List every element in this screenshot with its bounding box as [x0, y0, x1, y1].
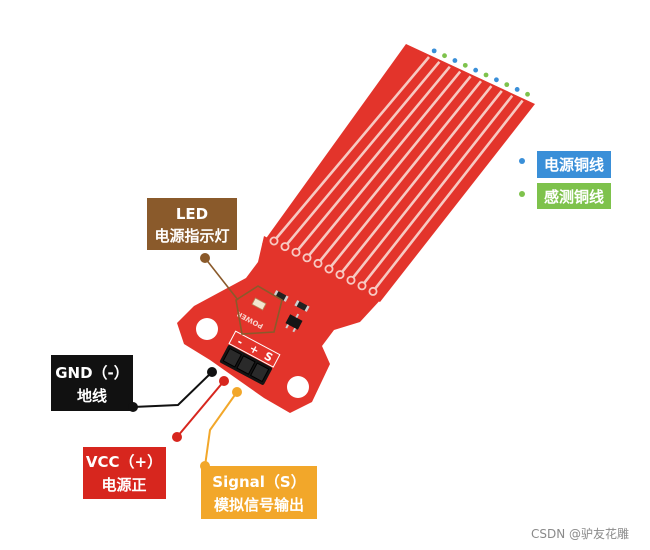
- signal-leader-line: [204, 391, 238, 467]
- trace-via: [357, 281, 367, 291]
- trace-via: [346, 275, 356, 285]
- trace-via: [368, 286, 378, 296]
- trace-via: [313, 258, 323, 268]
- vcc-callout: VCC（+） 电源正: [83, 376, 229, 499]
- pin-vcc: [236, 355, 256, 375]
- gnd-pin-dot: [207, 367, 217, 377]
- trace-line: [294, 65, 451, 254]
- pin-header: - + S: [219, 330, 281, 385]
- trace-line: [371, 99, 524, 293]
- trace-via: [280, 242, 290, 252]
- led-highlight-outline: [235, 285, 283, 335]
- signal-label-box: [201, 466, 317, 519]
- transistor-component: [285, 313, 303, 333]
- resistor-2: [294, 300, 310, 312]
- sensor-board: POWER - + S: [177, 44, 535, 413]
- vcc-pin-dot: [219, 376, 229, 386]
- sense-trace-label-box: [537, 183, 611, 209]
- power-trace-marker: [473, 67, 479, 73]
- trace-line: [327, 80, 483, 270]
- vcc-label-box: [83, 447, 166, 499]
- vcc-label-line2: 电源正: [101, 476, 146, 494]
- signal-leader-dot: [200, 461, 210, 471]
- sense-trace-marker: [483, 72, 489, 78]
- power-trace-marker: [514, 87, 520, 92]
- signal-label-line2: 模拟信号输出: [214, 496, 304, 514]
- gnd-label-line2: 地线: [77, 387, 107, 405]
- trace-line: [273, 56, 430, 242]
- trace-via: [302, 253, 312, 263]
- power-trace-marker: [452, 58, 458, 63]
- signal-pin-dot: [232, 387, 242, 397]
- led-leader-dot: [200, 253, 210, 263]
- trace-via: [269, 236, 279, 246]
- mounting-hole-left: [196, 318, 218, 340]
- vcc-label-line1: VCC（+）: [86, 453, 162, 471]
- pin-gnd: [222, 347, 243, 368]
- pin-signal: [249, 362, 270, 383]
- power-trace-dot: [519, 158, 525, 164]
- trace-via: [291, 247, 301, 257]
- sense-trace-marker: [504, 82, 510, 88]
- led-component: [251, 297, 267, 311]
- vcc-leader-dot: [172, 432, 182, 442]
- sensing-traces: [269, 48, 530, 296]
- vcc-leader-line: [176, 380, 225, 438]
- pin-label-gnd: -: [235, 335, 245, 349]
- signal-callout: Signal（S） 模拟信号输出: [200, 387, 317, 519]
- power-trace-marker: [494, 77, 499, 83]
- power-trace-marker: [431, 48, 437, 54]
- gnd-leader-dot: [128, 402, 138, 412]
- trace-line: [305, 70, 462, 259]
- led-label-box: [147, 198, 237, 250]
- sense-trace-marker: [525, 91, 530, 97]
- gnd-leader-line: [132, 371, 213, 408]
- sensor-strip: [262, 44, 535, 302]
- led-label-line2: 电源指示灯: [154, 227, 229, 245]
- led-leader-line: [204, 257, 239, 301]
- sense-trace-dot: [519, 191, 525, 197]
- signal-label-line1: Signal（S）: [212, 473, 305, 491]
- trace-via: [335, 270, 345, 280]
- power-trace-label: 电源铜线: [544, 156, 604, 174]
- trace-line: [316, 75, 472, 265]
- trace-line: [284, 61, 441, 248]
- trace-line: [360, 94, 514, 287]
- trace-line: [338, 85, 493, 276]
- legend-power-trace: 电源铜线: [519, 151, 611, 178]
- led-label-line1: LED: [176, 205, 208, 223]
- sensor-base: [177, 236, 384, 413]
- sense-trace-marker: [442, 53, 447, 59]
- watermark: CSDN @驴友花雕: [531, 526, 629, 541]
- sense-trace-marker: [462, 62, 468, 68]
- gnd-label-box: [51, 355, 133, 411]
- legend-sense-trace: 感测铜线: [519, 183, 611, 209]
- gnd-label-line1: GND（-）: [55, 364, 129, 382]
- gnd-callout: GND（-） 地线: [51, 355, 217, 412]
- mounting-hole-right: [287, 376, 309, 398]
- pin-label-strip: [228, 330, 281, 368]
- led-callout: LED 电源指示灯: [147, 198, 283, 335]
- sense-trace-label: 感测铜线: [544, 188, 604, 206]
- trace-via: [324, 264, 334, 274]
- trace-line: [349, 90, 503, 282]
- power-trace-label-box: [537, 151, 611, 178]
